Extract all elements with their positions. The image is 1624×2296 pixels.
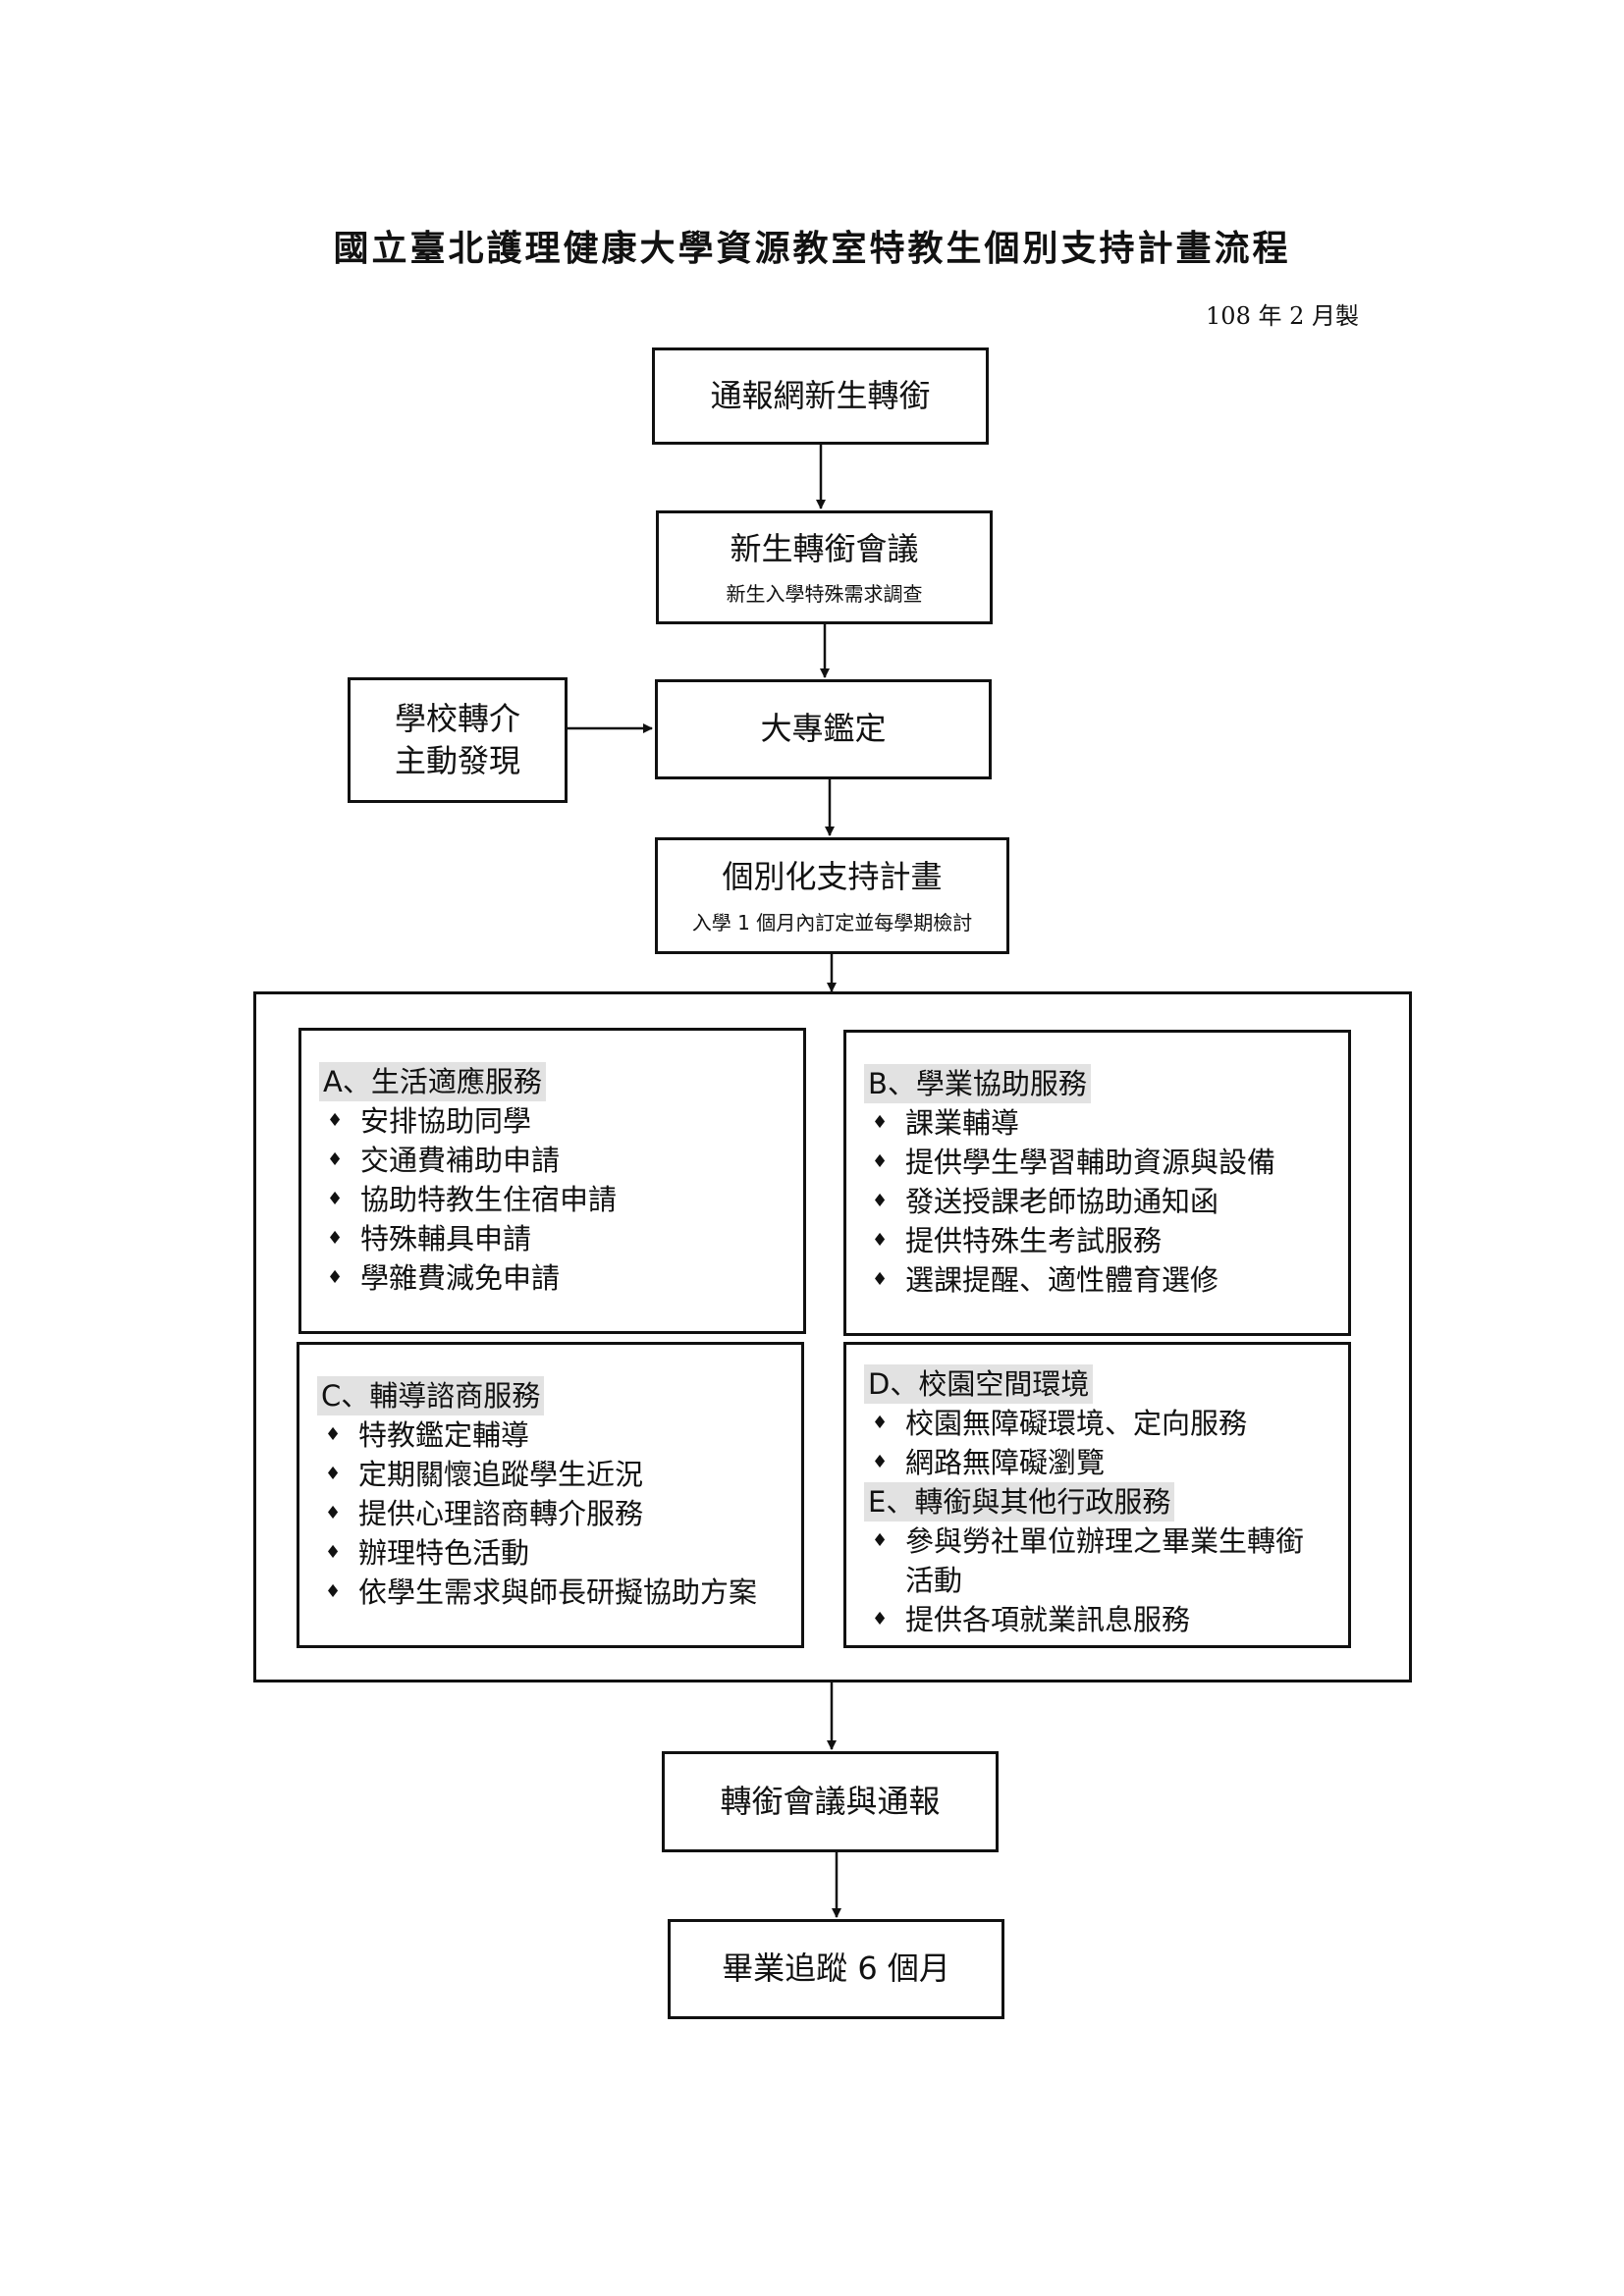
list-item: ♦依學生需求與師長研擬協助方案 (317, 1573, 784, 1612)
node-graduation-tracking-label: 畢業追蹤 6 個月 (722, 1949, 950, 1988)
panel-academic-assistance: B、學業協助服務 ♦課業輔導 ♦提供學生學習輔助資源與設備 ♦發送授課老師協助通… (843, 1030, 1351, 1336)
bullet-icon: ♦ (325, 1464, 342, 1484)
panel-e-list: ♦參與勞社單位辦理之畢業生轉銜活動 ♦提供各項就業訊息服務 (864, 1522, 1330, 1639)
node-referral-network: 通報網新生轉銜 (652, 347, 989, 445)
bullet-icon: ♦ (872, 1191, 889, 1211)
bullet-icon: ♦ (325, 1503, 342, 1523)
bullet-icon: ♦ (872, 1151, 889, 1172)
page-title: 國立臺北護理健康大學資源教室特教生個別支持計畫流程 (333, 228, 1291, 269)
node-support-plan: 個別化支持計畫 入學 1 個月內訂定並每學期檢討 (655, 837, 1009, 954)
node-freshman-meeting-sub: 新生入學特殊需求調查 (726, 582, 923, 607)
bullet-icon: ♦ (872, 1413, 889, 1433)
node-college-assessment: 大專鑑定 (655, 679, 992, 779)
list-item: ♦參與勞社單位辦理之畢業生轉銜活動 (864, 1522, 1330, 1600)
panel-life-adaptation: A、生活適應服務 ♦安排協助同學 ♦交通費補助申請 ♦協助特教生住宿申請 ♦特殊… (298, 1028, 806, 1334)
node-college-assessment-label: 大專鑑定 (760, 710, 887, 748)
node-side-referral: 學校轉介 主動發現 (348, 677, 568, 803)
node-transition-meeting-label: 轉銜會議與通報 (720, 1782, 941, 1820)
list-item: ♦協助特教生住宿申請 (319, 1180, 785, 1219)
list-item: ♦提供特殊生考試服務 (864, 1221, 1330, 1260)
panel-e-heading: E、轉銜與其他行政服務 (864, 1482, 1175, 1522)
panel-c-list: ♦特教鑑定輔導 ♦定期關懷追蹤學生近況 ♦提供心理諮商轉介服務 ♦辦理特色活動 … (317, 1415, 784, 1612)
bullet-icon: ♦ (872, 1530, 889, 1551)
panel-d-list: ♦校園無障礙環境、定向服務 ♦網路無障礙瀏覽 (864, 1404, 1330, 1482)
list-item: ♦網路無障礙瀏覽 (864, 1443, 1330, 1482)
list-item: ♦學雜費減免申請 (319, 1258, 785, 1298)
panel-c-heading: C、輔導諮商服務 (317, 1376, 545, 1415)
list-item: ♦安排協助同學 (319, 1101, 785, 1141)
bullet-icon: ♦ (325, 1542, 342, 1563)
node-side-referral-line2: 主動發現 (394, 742, 520, 779)
services-container (253, 991, 1412, 1682)
list-item: ♦交通費補助申請 (319, 1141, 785, 1180)
node-support-plan-label: 個別化支持計畫 (722, 858, 943, 896)
bullet-icon: ♦ (325, 1424, 342, 1445)
bullet-icon: ♦ (327, 1110, 344, 1131)
bullet-icon: ♦ (872, 1452, 889, 1472)
list-item: ♦校園無障礙環境、定向服務 (864, 1404, 1330, 1443)
node-freshman-meeting: 新生轉銜會議 新生入學特殊需求調查 (656, 510, 993, 624)
panel-b-list: ♦課業輔導 ♦提供學生學習輔助資源與設備 ♦發送授課老師協助通知函 ♦提供特殊生… (864, 1103, 1330, 1300)
panel-d-heading: D、校園空間環境 (864, 1364, 1094, 1404)
bullet-icon: ♦ (327, 1189, 344, 1209)
list-item: ♦提供心理諮商轉介服務 (317, 1494, 784, 1533)
list-item: ♦特教鑑定輔導 (317, 1415, 784, 1455)
bullet-icon: ♦ (327, 1149, 344, 1170)
list-item: ♦提供學生學習輔助資源與設備 (864, 1143, 1330, 1182)
panel-a-list: ♦安排協助同學 ♦交通費補助申請 ♦協助特教生住宿申請 ♦特殊輔具申請 ♦學雜費… (319, 1101, 785, 1298)
date-label: 108 年 2 月製 (1206, 302, 1359, 330)
panel-a-heading: A、生活適應服務 (319, 1062, 546, 1101)
node-support-plan-sub: 入學 1 個月內訂定並每學期檢討 (691, 910, 973, 934)
panel-counseling: C、輔導諮商服務 ♦特教鑑定輔導 ♦定期關懷追蹤學生近況 ♦提供心理諮商轉介服務… (297, 1342, 804, 1648)
bullet-icon: ♦ (872, 1112, 889, 1133)
list-item: ♦特殊輔具申請 (319, 1219, 785, 1258)
node-referral-network-label: 通報網新生轉銜 (710, 376, 931, 414)
list-item: ♦提供各項就業訊息服務 (864, 1600, 1330, 1639)
list-item: ♦定期關懷追蹤學生近況 (317, 1455, 784, 1494)
node-freshman-meeting-label: 新生轉銜會議 (730, 529, 919, 567)
list-item: ♦選課提醒、適性體育選修 (864, 1260, 1330, 1300)
bullet-icon: ♦ (872, 1609, 889, 1629)
node-graduation-tracking: 畢業追蹤 6 個月 (668, 1919, 1004, 2019)
bullet-icon: ♦ (872, 1230, 889, 1251)
bullet-icon: ♦ (872, 1269, 889, 1290)
panel-campus-environment: D、校園空間環境 ♦校園無障礙環境、定向服務 ♦網路無障礙瀏覽 E、轉銜與其他行… (843, 1342, 1351, 1648)
bullet-icon: ♦ (325, 1581, 342, 1602)
list-item: ♦課業輔導 (864, 1103, 1330, 1143)
bullet-icon: ♦ (327, 1267, 344, 1288)
list-item: ♦辦理特色活動 (317, 1533, 784, 1573)
node-transition-meeting: 轉銜會議與通報 (662, 1751, 999, 1852)
panel-b-heading: B、學業協助服務 (864, 1064, 1091, 1103)
node-side-referral-line1: 學校轉介 (394, 699, 520, 737)
bullet-icon: ♦ (327, 1228, 344, 1249)
list-item: ♦發送授課老師協助通知函 (864, 1182, 1330, 1221)
